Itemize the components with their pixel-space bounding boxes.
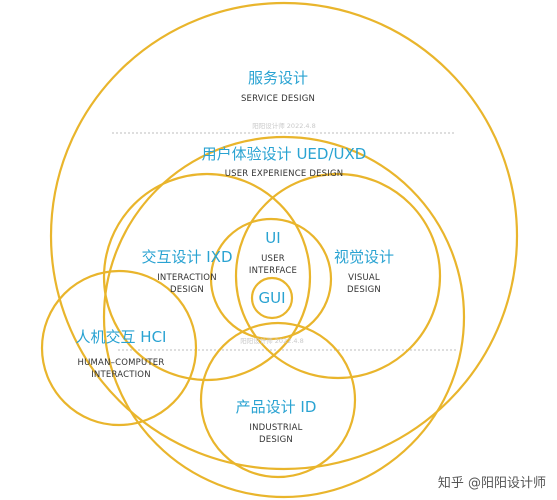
industrial-design-title: 产品设计 ID <box>236 398 317 416</box>
ux-design-title: 用户体验设计 UED/UXD <box>202 145 367 163</box>
hci-title: 人机交互 HCI <box>76 328 167 346</box>
interaction-design-subtitle-line-2: DESIGN <box>170 285 204 295</box>
gui-title: GUI <box>258 289 285 307</box>
visual-design-subtitle-line-1: VISUAL <box>348 273 380 283</box>
source-credit: 知乎 @阳阳设计师 <box>438 475 546 491</box>
service-design-title: 服务设计 <box>248 69 308 87</box>
service-design-subtitle: SERVICE DESIGN <box>241 94 315 104</box>
interaction-design-title: 交互设计 IXD <box>141 248 232 266</box>
human-computer-interaction-circle <box>40 269 198 427</box>
visual-design-title: 视觉设计 <box>334 248 394 266</box>
gui-circle <box>250 276 294 320</box>
interaction-design-subtitle-line-1: INTERACTION <box>157 273 217 283</box>
watermark-bottom: 阳阳设计师 2022.4.8 <box>240 336 304 345</box>
ui-title: UI <box>265 229 280 247</box>
interaction-design-circle <box>102 172 312 382</box>
user-interface-circle <box>209 217 333 341</box>
visual-design-circle <box>234 172 442 380</box>
hci-subtitle-line-2: INTERACTION <box>91 370 151 380</box>
user-experience-design-circle <box>102 135 466 499</box>
industrial-design-circle <box>199 321 357 479</box>
hci-subtitle-line-1: HUMAN–COMPUTER <box>78 358 165 368</box>
ui-subtitle-line-1: USER <box>261 254 285 264</box>
visual-design-subtitle-line-2: DESIGN <box>347 285 381 295</box>
ux-design-subtitle: USER EXPERIENCE DESIGN <box>225 169 344 179</box>
ui-subtitle-line-2: INTERFACE <box>249 266 297 276</box>
industrial-design-subtitle-line-1: INDUSTRIAL <box>249 423 302 433</box>
service-design-circle <box>49 1 519 471</box>
watermark-top: 阳阳设计师 2022.4.8 <box>252 121 316 130</box>
industrial-design-subtitle-line-2: DESIGN <box>259 435 293 445</box>
